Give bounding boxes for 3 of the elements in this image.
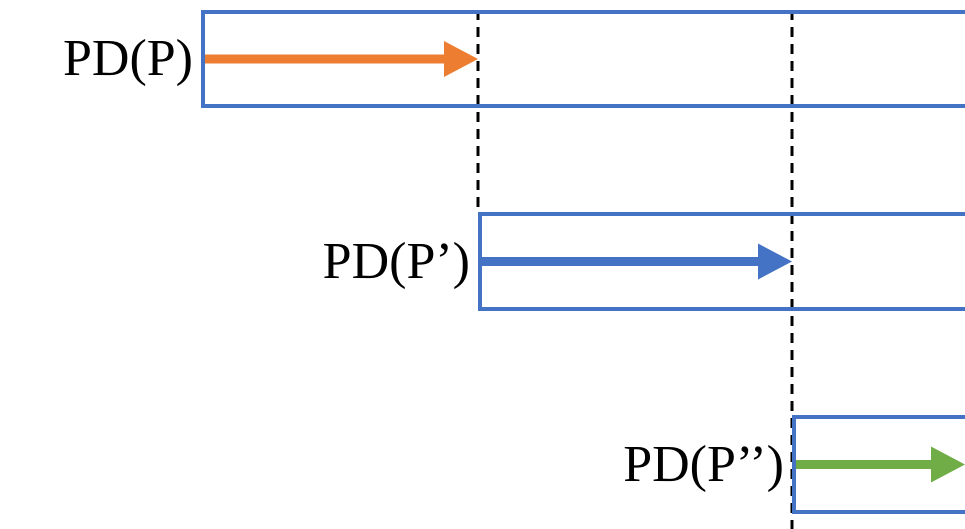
- bar-label: PD(P’): [322, 236, 470, 288]
- bar-label: PD(P): [62, 33, 193, 85]
- bar-label: PD(P’’): [623, 438, 784, 490]
